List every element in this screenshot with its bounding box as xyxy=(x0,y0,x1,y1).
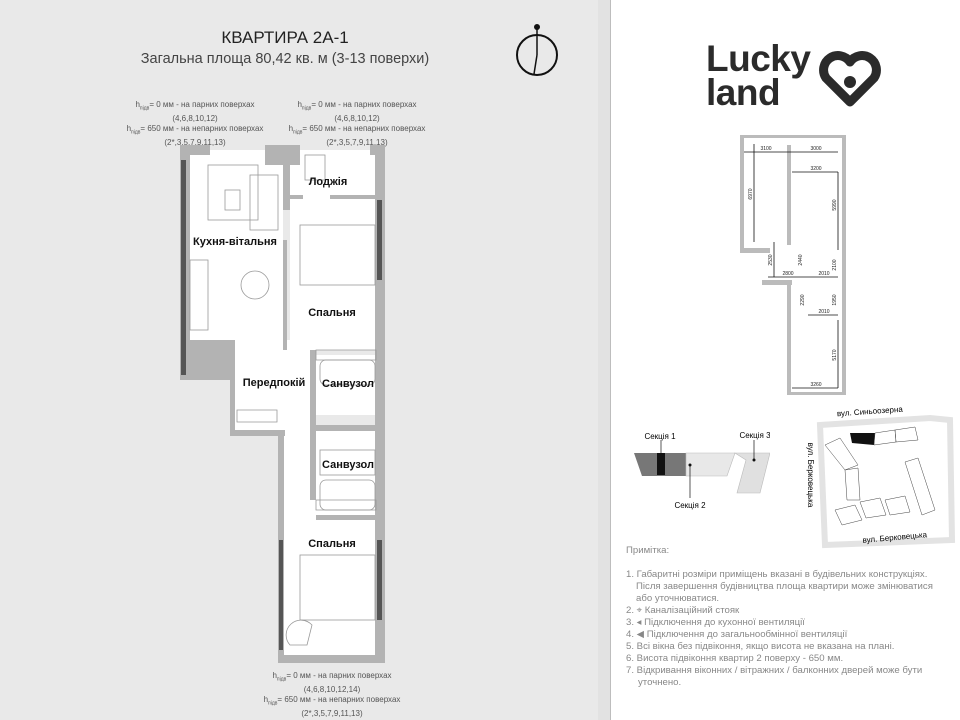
note-item: 7. Відкривання віконних / вітражних / ба… xyxy=(626,665,923,676)
room-label-hallway: Передпокій xyxy=(243,377,306,389)
room-label-bedroom-1: Спальня xyxy=(308,307,356,319)
dim-label: 2800 xyxy=(782,271,793,277)
note-item: 3. ◂ Підключення до кухонної вентиляції xyxy=(626,617,805,628)
dim-label: 2100 xyxy=(832,259,838,270)
dim-label: 3260 xyxy=(810,382,821,388)
section-diagram: Секція 1 Секція 2 Секція 3 xyxy=(634,431,770,510)
dim-label: 2010 xyxy=(818,271,829,277)
dim-label: 3100 xyxy=(760,146,771,152)
note-item: 6. Висота підвіконня квартир 2 поверху -… xyxy=(626,653,844,664)
floor-plan: Кухня-вітальня Лоджія Спальня Передпокій… xyxy=(180,145,385,663)
dim-label: 6970 xyxy=(748,188,754,199)
sill-note-top-left: hпідв= 0 мм - на парних поверхах (4,6,8,… xyxy=(126,100,264,147)
info-panel xyxy=(611,0,960,720)
street-north-label: вул. Синьоозерна xyxy=(837,405,904,419)
sill-note-top-right: hпідв= 0 мм - на парних поверхах (4,6,8,… xyxy=(288,100,426,147)
note-item: 2. ⌖ Каналізаційний стояк xyxy=(626,605,740,616)
dim-label: 1950 xyxy=(832,294,838,305)
street-west-label: вул. Берковецька xyxy=(806,443,815,508)
note-item: 5. Всі вікна без підвіконня, якщо висота… xyxy=(626,641,895,652)
note-item: 1. Габаритні розміри приміщень вказані в… xyxy=(626,569,928,580)
dimension-plan: 3100 3000 3200 6970 5990 2530 2440 2100 … xyxy=(740,135,846,395)
dim-label: 2530 xyxy=(768,254,774,265)
apartment-title: КВАРТИРА 2А-1 xyxy=(221,28,349,47)
site-map: вул. Синьоозерна вул. Берковецька вул. Б… xyxy=(806,405,956,549)
logo-line-2: land xyxy=(706,72,781,113)
lucky-land-logo: Lucky land xyxy=(706,38,811,113)
note-item: уточнено. xyxy=(638,677,682,688)
dim-label: 2290 xyxy=(800,294,806,305)
dim-label: 2440 xyxy=(798,254,804,265)
note-item: Після завершення будівництва площа кварт… xyxy=(636,581,933,592)
furniture xyxy=(189,154,377,646)
heart-logo-icon xyxy=(819,51,881,107)
room-label-bathroom-1: Санвузол xyxy=(322,378,374,390)
room-label-bathroom-2: Санвузол xyxy=(322,459,374,471)
sill-note-bottom: hпідв= 0 мм - на парних поверхах (4,6,8,… xyxy=(263,671,401,718)
logo-line-1: Lucky xyxy=(706,38,811,79)
dim-label: 5990 xyxy=(832,199,838,210)
section-3-label: Секція 3 xyxy=(739,431,770,440)
note-item: або уточнюватися. xyxy=(636,593,720,604)
panel-divider xyxy=(598,0,611,720)
dim-label: 2010 xyxy=(818,309,829,315)
dim-label: 3200 xyxy=(810,166,821,172)
dim-label: 5170 xyxy=(832,349,838,360)
room-label-loggia: Лоджія xyxy=(309,176,348,188)
section-2-label: Секція 2 xyxy=(674,501,706,510)
window-frames xyxy=(181,160,382,650)
north-compass-icon xyxy=(516,24,558,76)
notes-heading: Примітка: xyxy=(626,545,670,556)
notes-section: Примітка: 1. Габаритні розміри приміщень… xyxy=(626,545,960,689)
room-label-bedroom-2: Спальня xyxy=(308,538,356,550)
note-item: 4. ◀ Підключення до загальнообмінної вен… xyxy=(626,629,848,640)
section-1-label: Секція 1 xyxy=(644,432,676,441)
room-label-kitchen: Кухня-вітальня xyxy=(193,236,277,248)
dim-label: 3000 xyxy=(810,146,821,152)
apartment-area: Загальна площа 80,42 кв. м (3-13 поверхи… xyxy=(140,51,430,67)
